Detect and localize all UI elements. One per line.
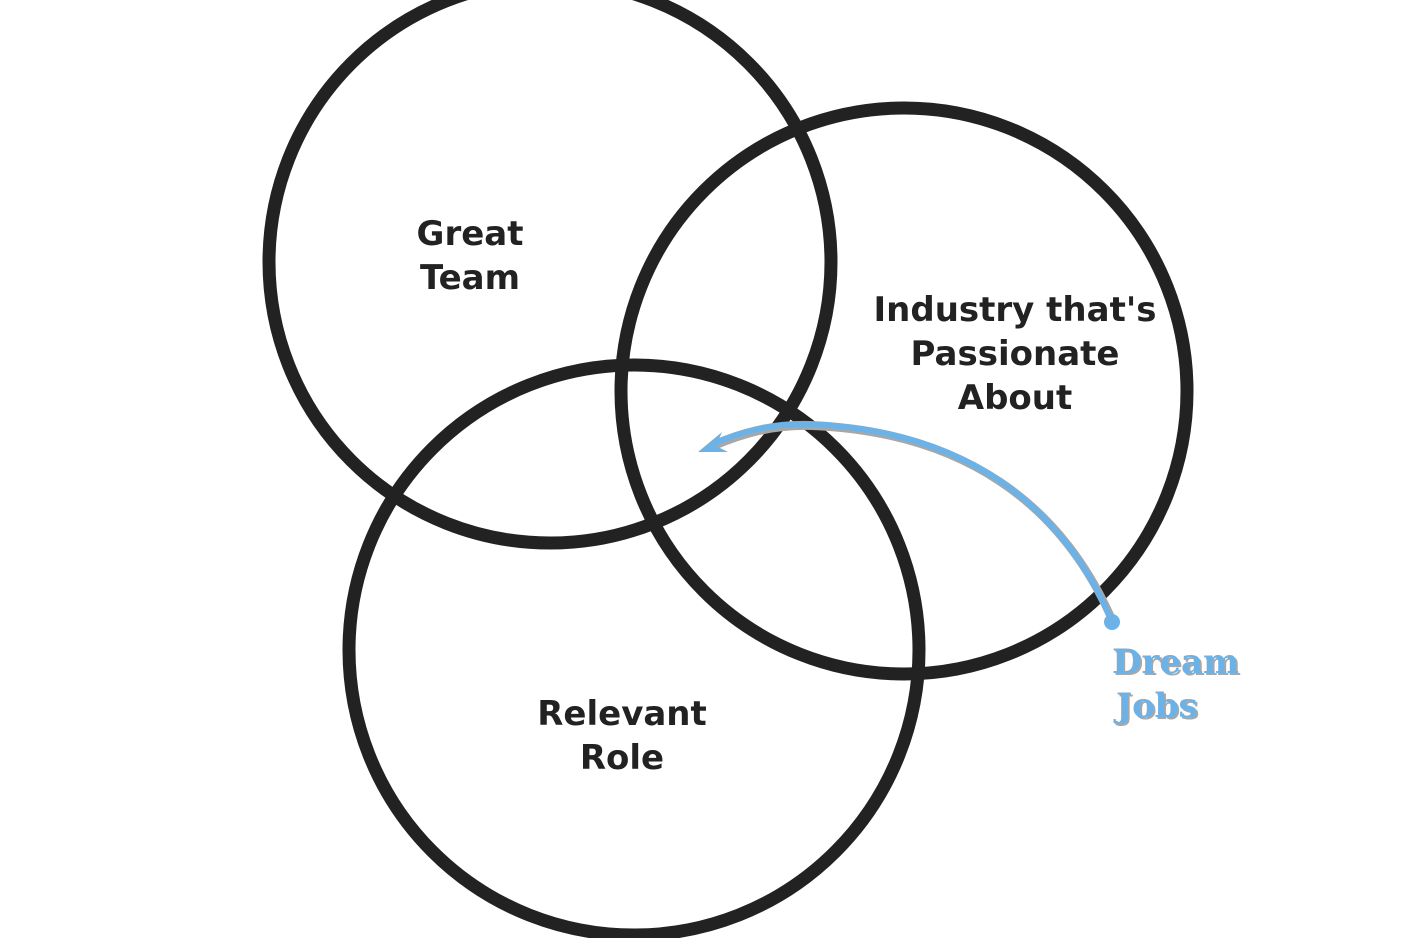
label-industry: Industry that's Passionate About: [874, 288, 1157, 420]
label-line: About: [957, 378, 1073, 418]
circle-relevant-role: [342, 358, 926, 938]
label-line: Team: [419, 258, 521, 298]
circle-industry: [614, 101, 1194, 681]
label-relevant-role: Relevant Role: [537, 692, 707, 780]
arrowhead-icon: [698, 432, 728, 452]
callout-dream-jobs: Dream Jobs: [1112, 640, 1239, 728]
label-line: Relevant: [537, 694, 707, 734]
callout-arrow: [698, 420, 1120, 630]
callout-line: Dream: [1112, 642, 1240, 682]
label-line: Passionate: [910, 334, 1120, 374]
label-line: Industry that's: [873, 290, 1157, 330]
circle-great-team: [262, 0, 838, 550]
label-great-team: Great Team: [417, 212, 524, 300]
label-line: Role: [579, 738, 665, 778]
label-line: Great: [416, 214, 524, 254]
callout-dot-icon: [1104, 614, 1120, 630]
callout-line: Jobs: [1116, 686, 1198, 726]
